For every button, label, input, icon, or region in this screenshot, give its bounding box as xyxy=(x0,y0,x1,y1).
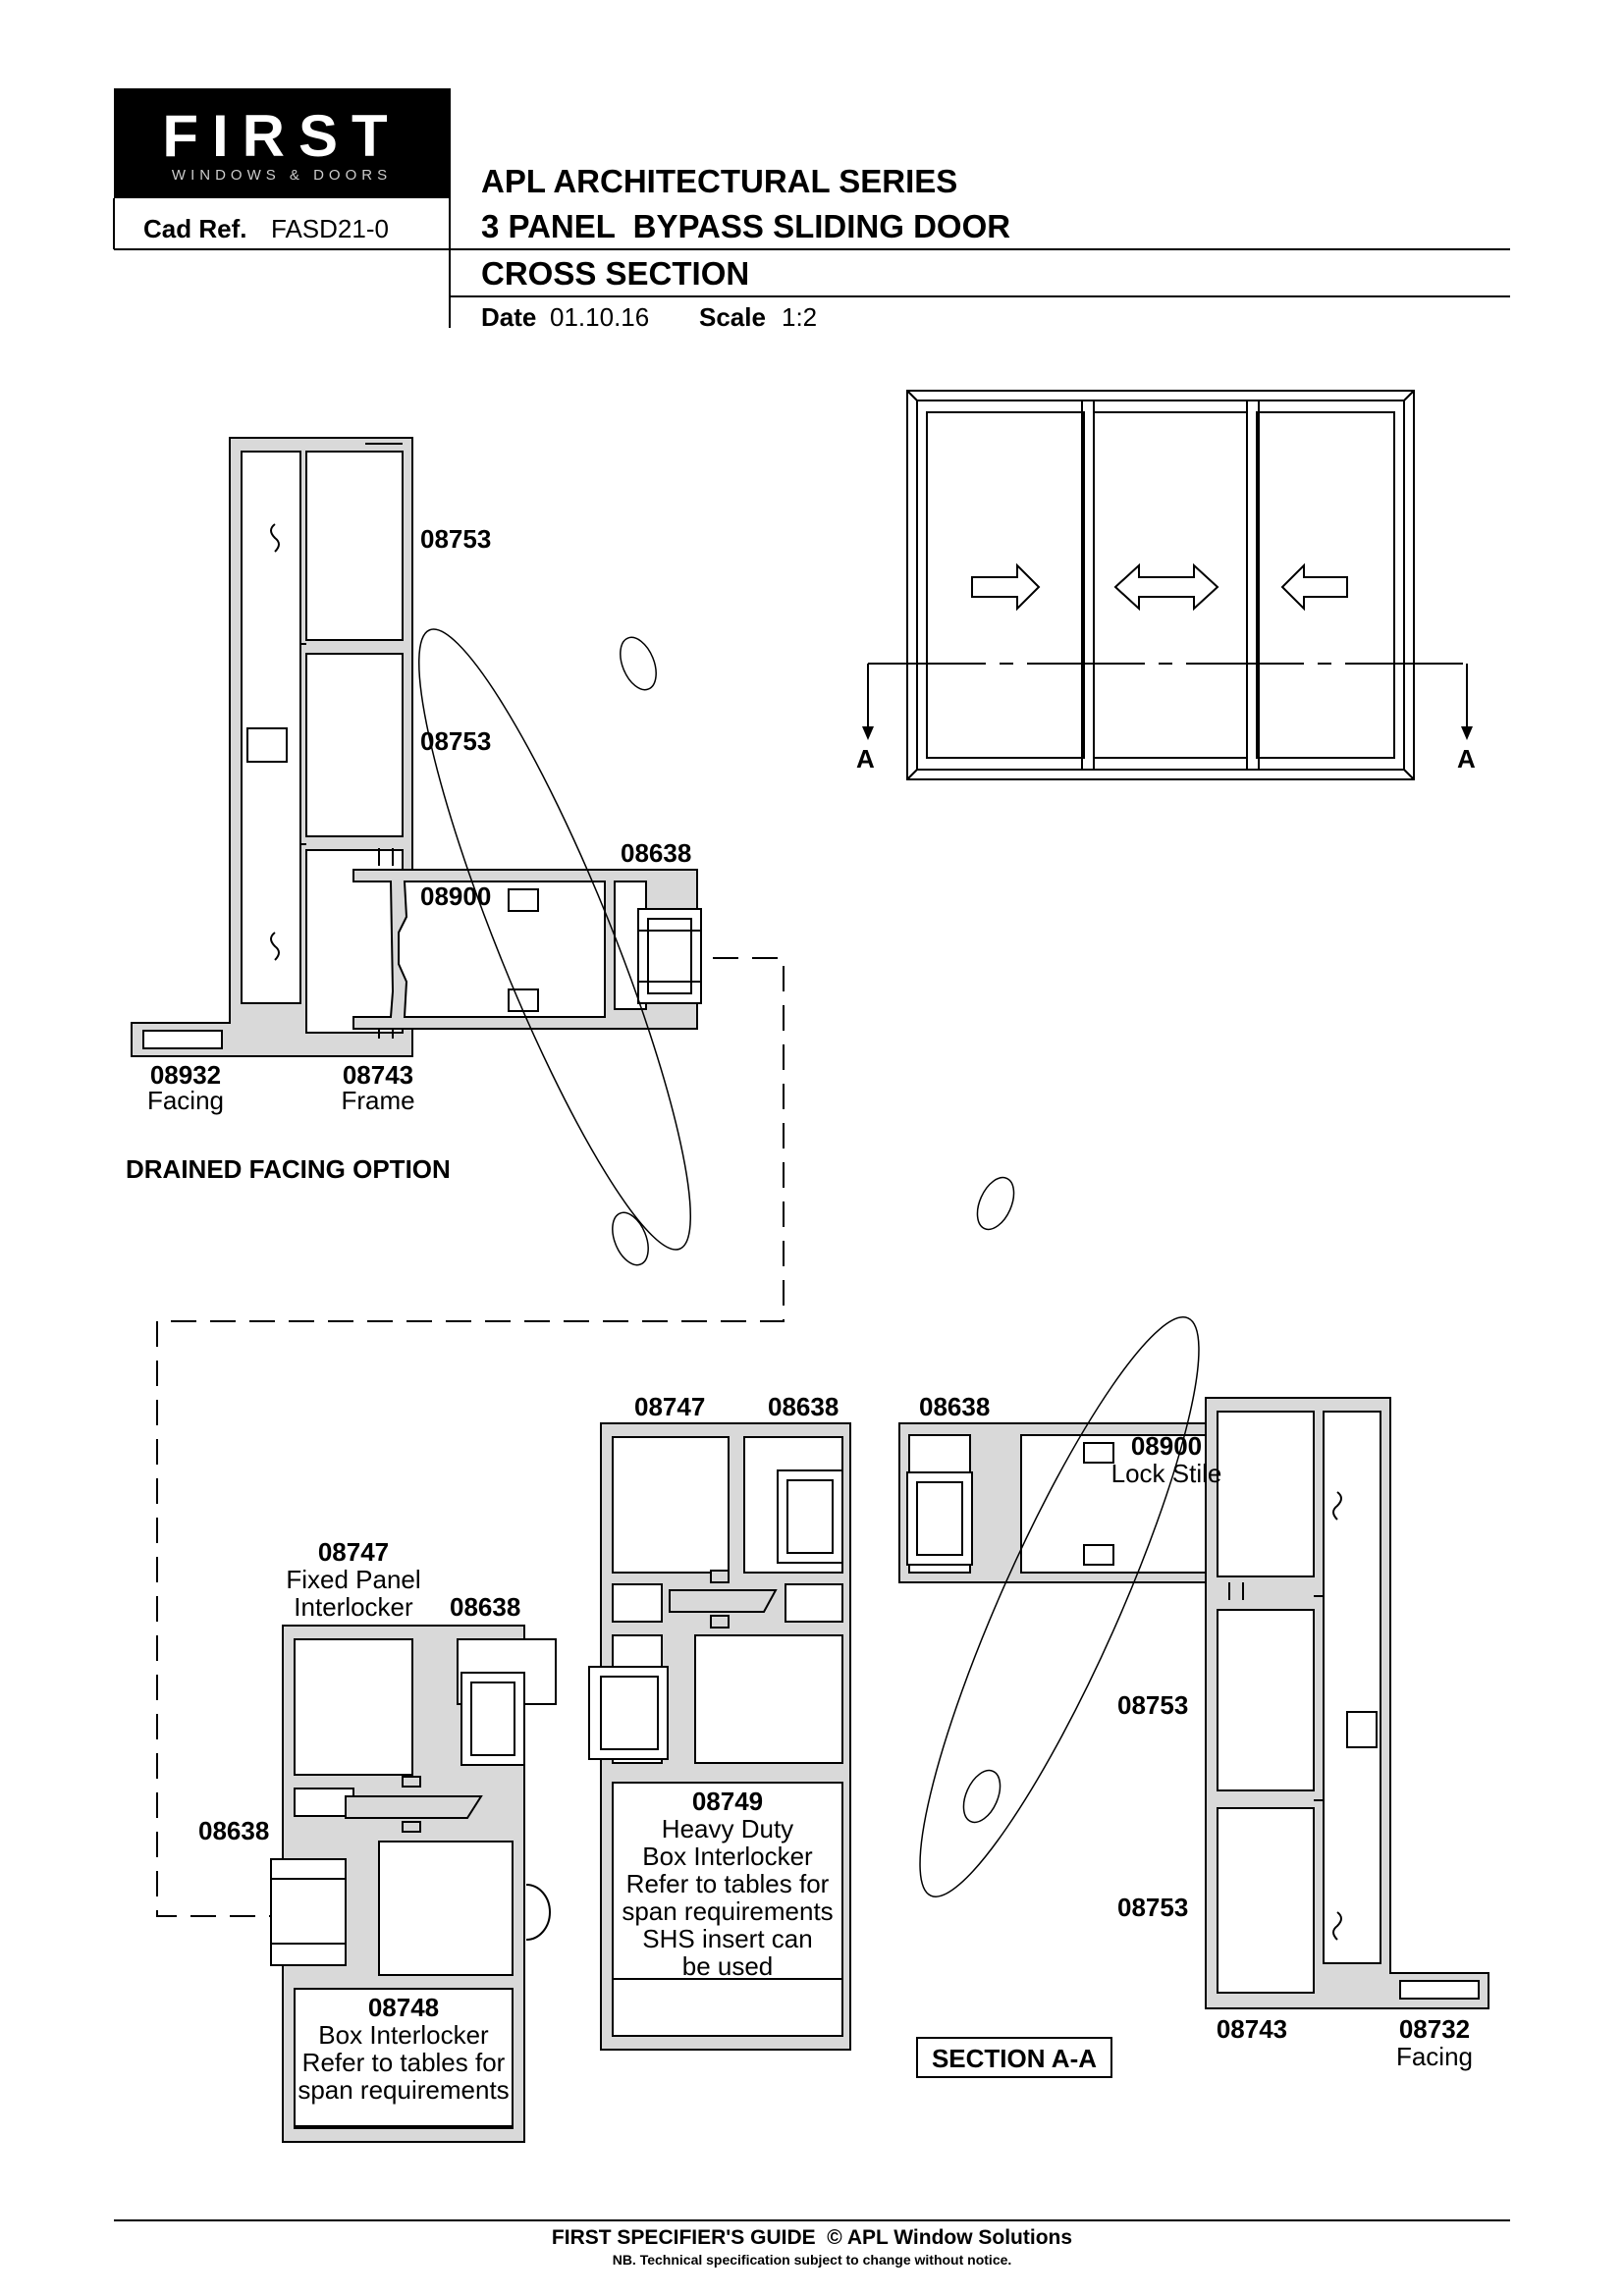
lower-left-knob xyxy=(525,1884,551,1941)
view-title: CROSS SECTION xyxy=(481,255,750,292)
upper-frame-inner xyxy=(142,451,404,1049)
label-08638-top-b: 08638 xyxy=(919,1392,991,1421)
elevation-drawing xyxy=(906,390,1415,780)
label-08900-upper: 08900 xyxy=(420,881,492,911)
logo-sub-text: WINDOWS & DOORS xyxy=(171,167,393,184)
section-arrow-left xyxy=(862,726,874,740)
box-interlocker-code: 08748 xyxy=(367,1993,440,2022)
dashed-connector xyxy=(156,957,785,1917)
lock-stile-name: Lock Stile xyxy=(1110,1459,1222,1488)
section-mark-left: A xyxy=(856,744,875,774)
logo: FIRST WINDOWS & DOORS xyxy=(114,88,450,198)
logo-main-text: FIRST xyxy=(162,103,402,169)
lower-swing-ellipse xyxy=(919,1176,1200,1897)
scale-value: 1:2 xyxy=(782,302,818,332)
facing-name-upper: Facing xyxy=(146,1086,225,1115)
series-title: APL ARCHITECTURAL SERIES xyxy=(481,163,958,199)
fixed-panel-line1: Fixed Panel xyxy=(286,1565,421,1594)
label-08753-upper-b: 08753 xyxy=(420,726,492,756)
label-08753-right-b: 08753 xyxy=(1117,1893,1189,1922)
heavy-box-line: span requirements xyxy=(622,1896,834,1926)
facing-code-right: 08732 xyxy=(1398,2014,1471,2044)
heavy-box-code: 08749 xyxy=(691,1787,764,1816)
upper-stile-inner xyxy=(398,881,647,1018)
heavy-box-line: Heavy Duty xyxy=(661,1814,794,1843)
upper-swing-ellipse xyxy=(417,628,692,1266)
frame-name-upper: Frame xyxy=(341,1086,415,1115)
label-08638-mid: 08638 xyxy=(450,1592,521,1622)
heavy-box-line: Box Interlocker xyxy=(642,1842,813,1871)
lower-right-frame-inner xyxy=(1217,1411,1480,2000)
upper-glazing xyxy=(637,908,702,1004)
label-08747-top: 08747 xyxy=(634,1392,706,1421)
section-a-a-box xyxy=(916,2037,1112,2078)
box-interlocker-line: span requirements xyxy=(298,2075,510,2105)
cad-ref-label: Cad Ref. xyxy=(143,214,247,243)
heavy-box-line: Refer to tables for xyxy=(625,1869,830,1898)
fixed-panel-code: 08747 xyxy=(317,1537,390,1567)
footer-note: NB. Technical specification subject to c… xyxy=(612,2252,1012,2268)
lower-mid-glazing xyxy=(588,1469,843,1760)
facing-code-upper: 08932 xyxy=(149,1060,222,1090)
cad-ref-value: FASD21-0 xyxy=(271,214,389,243)
section-line-a-a xyxy=(867,663,1468,732)
lower-right-frame-details xyxy=(1228,1491,1342,1941)
lower-right-glazing xyxy=(906,1471,973,1566)
section-mark-right: A xyxy=(1457,744,1476,774)
label-08638-top-a: 08638 xyxy=(768,1392,839,1421)
section-arrow-right xyxy=(1461,726,1473,740)
header-rules xyxy=(113,88,1510,328)
scale-label: Scale xyxy=(699,302,766,332)
label-08638-left: 08638 xyxy=(198,1816,270,1845)
label-08638-upper: 08638 xyxy=(621,838,692,868)
facing-name-right: Facing xyxy=(1395,2042,1474,2071)
fixed-panel-line2: Interlocker xyxy=(294,1592,413,1622)
drained-facing-option-title: DRAINED FACING OPTION xyxy=(126,1154,451,1184)
frame-code-right: 08743 xyxy=(1216,2014,1288,2044)
lock-stile-code: 08900 xyxy=(1130,1431,1203,1461)
footer-title: FIRST SPECIFIER'S GUIDE © APL Window Sol… xyxy=(551,2226,1073,2249)
box-interlocker-line: Box Interlocker xyxy=(318,2020,489,2050)
box-interlocker-line: Refer to tables for xyxy=(301,2048,506,2077)
section-a-a-label: SECTION A-A xyxy=(931,2044,1098,2073)
label-08753-right-a: 08753 xyxy=(1117,1690,1189,1720)
lower-mid-interlock xyxy=(669,1570,778,1629)
heavy-box-line: SHS insert can xyxy=(642,1924,813,1953)
upper-frame-details xyxy=(270,443,403,1039)
lower-left-interlock xyxy=(345,1776,483,1833)
heavy-box-line: be used xyxy=(681,1951,774,1981)
date-value: 01.10.16 xyxy=(550,302,650,332)
label-08753-upper-a: 08753 xyxy=(420,524,492,554)
product-title: 3 PANEL BYPASS SLIDING DOOR xyxy=(481,208,1011,244)
lower-left-glazing xyxy=(460,1672,525,1766)
date-label: Date xyxy=(481,302,537,332)
frame-code-upper: 08743 xyxy=(342,1060,414,1090)
lower-label-boxes xyxy=(294,1782,843,2127)
